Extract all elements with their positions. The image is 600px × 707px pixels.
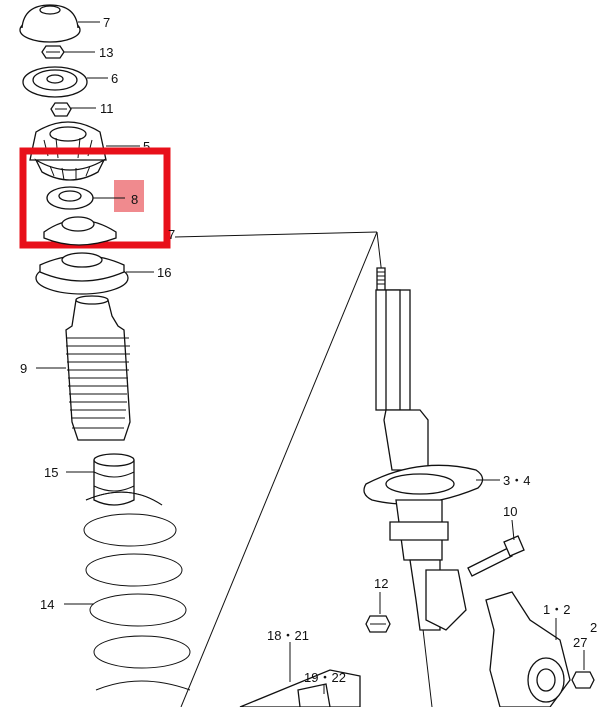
callout-15: 15 [44,465,58,480]
callout-10: 10 [503,504,517,519]
callout-16: 16 [157,265,171,280]
callout-6: 6 [111,71,118,86]
callout-3-4: 3・4 [503,473,530,488]
highlight-box [19,147,171,249]
washer-plate-part[interactable] [22,66,88,98]
nut-part[interactable] [571,671,595,689]
callout-7-low: 7 [168,227,175,242]
assembly-guide-line [180,231,378,707]
callout-18-21: 18・21 [267,628,309,643]
callout-5: 5 [143,139,150,154]
callout-19-22: 19・22 [304,670,346,685]
bolt-part[interactable] [467,535,525,577]
callout-7-top: 7 [103,15,110,30]
callout-2-partial: 2 [590,620,597,635]
nut-part[interactable] [50,102,72,117]
coil-spring-part[interactable] [83,491,191,691]
spring-seat-part[interactable] [35,252,129,295]
bump-stopper-part[interactable] [93,453,135,506]
callout-9: 9 [20,361,27,376]
bearing-part[interactable] [43,216,117,246]
mount-ring-part[interactable] [34,158,106,181]
callout-8: 8 [131,192,138,207]
highlight-marker [114,180,144,212]
steering-knuckle-part[interactable] [485,591,571,707]
mount-cap-part[interactable] [19,4,81,43]
nut-part[interactable] [365,615,391,633]
washer-part[interactable] [46,186,94,210]
callout-1-2: 1・2 [543,602,570,617]
callout-12: 12 [374,576,388,591]
callout-27: 27 [573,635,587,650]
callout-13: 13 [99,45,113,60]
nut-part[interactable] [41,45,65,59]
dust-boot-part[interactable] [65,295,131,441]
callout-11: 11 [100,101,114,116]
strut-assembly-part[interactable] [363,267,484,631]
drive-shaft-part[interactable] [239,669,361,707]
callout-14: 14 [40,597,54,612]
